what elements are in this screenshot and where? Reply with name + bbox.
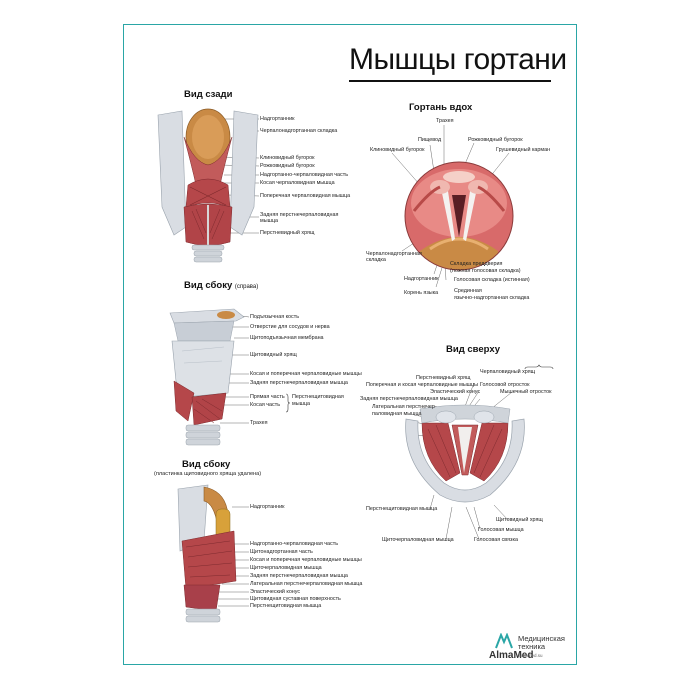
removed-label: Надгортанно-черпаловидная часть: [250, 541, 339, 547]
back-label: мышца: [260, 218, 278, 224]
back-label: Косая черпаловидная мышца: [260, 180, 335, 186]
back-label: Поперечная черпаловидная мышца: [260, 193, 351, 199]
larynx-label: Пищевод: [418, 137, 442, 143]
larynx-label: Клиновидный бугорок: [370, 147, 425, 153]
side-view-heading-note: (справа): [234, 284, 259, 290]
larynx-inside-illustration: [404, 161, 514, 271]
side-view-heading-text: Вид сбоку: [184, 280, 233, 291]
almamed-logo-icon: [495, 633, 513, 649]
side-label: Косая и поперечная черпаловидные мышцы: [250, 371, 362, 377]
larynx-label: Рожковидный бугорок: [468, 137, 523, 143]
side-label: Подъязычная кость: [250, 314, 300, 320]
larynx-label: Грушевидный карман: [496, 147, 551, 153]
side-view-heading: Вид сбоку (справа): [184, 280, 258, 291]
back-label: Перстневидный хрящ: [260, 230, 315, 236]
side-label: мышца: [292, 401, 310, 407]
larynx-label: (ложная голосовая складка): [450, 268, 521, 274]
back-view-illustration: [157, 108, 259, 263]
side-view-illustration: [169, 308, 245, 446]
removed-label: Щитовидная суставная поверхность: [250, 596, 341, 602]
larynx-label: Срединная: [454, 288, 482, 294]
logo-url: almamed.su: [518, 653, 543, 658]
top-label: Голосовая связка: [474, 537, 518, 543]
back-view-heading: Вид сзади: [184, 89, 233, 100]
top-label: Перстневидный хрящ: [416, 375, 471, 381]
larynx-label: Голосовая складка (истинная): [454, 277, 530, 283]
removed-label: Щиточерпаловидная мышца: [250, 565, 322, 571]
top-view-illustration: [405, 404, 525, 503]
removed-label: Щитонадгортанная часть: [250, 549, 313, 555]
larynx-label: Складка преддверия: [450, 261, 503, 267]
top-label: паловидная мышца: [372, 411, 422, 417]
top-label: Щитовидный хрящ: [496, 517, 543, 523]
logo-line1: Медицинская: [518, 634, 565, 643]
back-label: Задняя перстнечерпаловидная: [260, 212, 339, 218]
removed-label: Надгортанник: [250, 504, 285, 510]
top-label: Щиточерпаловидная мышца: [382, 537, 454, 543]
logo-line2: техника: [518, 642, 546, 651]
removed-label: Задняя перстнечерпаловидная мышца: [250, 573, 348, 579]
larynx-label: Трахея: [436, 118, 454, 124]
top-label: Голосовая мышца: [478, 527, 524, 533]
side-label: Перстнещитовидная: [292, 394, 344, 400]
removed-label: Латеральная перстнечерпаловидная мышца: [250, 581, 363, 587]
top-label: Перстнещитовидная мышца: [366, 506, 438, 512]
poster-title: Мышцы гортани: [349, 43, 567, 76]
side-label: Задняя перстнечерпаловидная мышца: [250, 380, 348, 386]
top-label: Мышечный отросток: [500, 389, 552, 395]
top-label: Черпаловидный хрящ: [480, 369, 536, 375]
larynx-label: язычно-надгортанная складка: [454, 295, 530, 301]
side-removed-subcaption: (пластинка щитовидного хряща удалена): [154, 471, 262, 477]
back-label: Рожковидный бугорок: [260, 163, 315, 169]
back-label: Надгортанник: [260, 116, 295, 122]
larynx-label: складка: [366, 257, 386, 263]
larynx-label: Черпалонадгортанная: [366, 251, 422, 257]
top-label: Голосовой отросток: [480, 382, 530, 388]
removed-label: Косая и поперечная черпаловидные мышцы: [250, 557, 362, 563]
top-label: Поперечная и косая черпаловидные мышцы: [366, 382, 479, 388]
title-underline: [349, 80, 551, 82]
side-label: Отверстие для сосудов и нерва: [250, 324, 330, 330]
back-label: Надгортанно-черпаловидная часть: [260, 172, 349, 178]
side-removed-illustration: [177, 484, 237, 623]
removed-label: Перстнещитовидная мышца: [250, 603, 322, 609]
top-label: Латеральная перстнечер-: [372, 404, 437, 410]
back-label: Клиновидный бугорок: [260, 155, 315, 161]
top-view-heading: Вид сверху: [446, 344, 501, 355]
poster-frame: Мышцы гортани: [123, 24, 577, 665]
side-label: Прямая часть: [250, 394, 285, 400]
larynx-label: Надгортанник: [404, 276, 439, 282]
top-label: Задняя перстнечерпаловидная мышца: [360, 396, 458, 402]
larynx-inside-heading: Гортань вдох: [409, 102, 473, 113]
side-label: Щитовидный хрящ: [250, 352, 297, 358]
removed-label: Эластический конус: [250, 589, 301, 595]
back-label: Черпалонадгортанная складка: [260, 128, 338, 134]
top-label: Эластический конус: [430, 389, 481, 395]
side-label: Трахея: [250, 420, 268, 426]
larynx-label: Корень языка: [404, 290, 439, 296]
logo-brand: AlmaMed: [489, 650, 534, 661]
side-label: Щитоподъязычная мембрана: [250, 335, 324, 341]
side-label: Косая часть: [250, 402, 281, 408]
side-removed-heading: Вид сбоку: [182, 459, 231, 470]
